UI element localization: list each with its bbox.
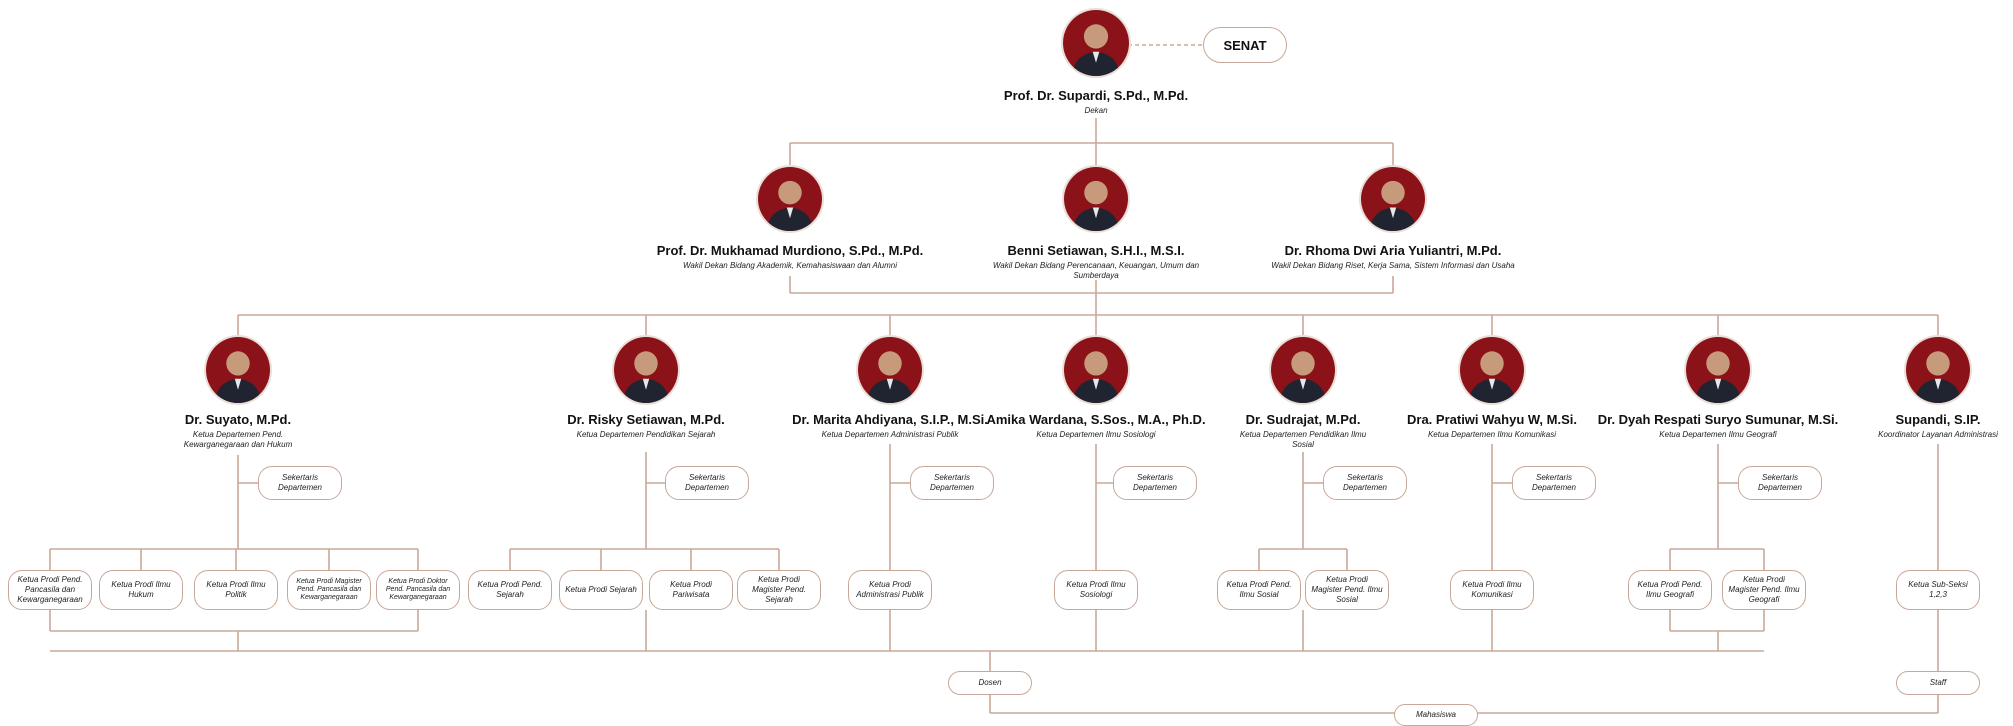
senat-box: SENAT <box>1203 27 1287 63</box>
dean-photo <box>1061 8 1131 78</box>
dept-5-prodi-1-box: Ketua Prodi Pend. Ilmu Sosial <box>1217 570 1301 610</box>
dept-5-prodi-2-box: Ketua Prodi Magister Pend. Ilmu Sosial <box>1305 570 1389 610</box>
dept-8-photo <box>1904 335 1972 405</box>
dept-2-prodi-1-box: Ketua Prodi Pend. Sejarah <box>468 570 552 610</box>
mahasiswa-box: Mahasiswa <box>1394 704 1478 726</box>
dept-1-prodi-2-box: Ketua Prodi Ilmu Hukum <box>99 570 183 610</box>
dept-1-photo <box>204 335 272 405</box>
vice-dean-2-photo <box>1062 165 1130 233</box>
vice-dean-2-name: Benni Setiawan, S.H.I., M.S.I. <box>1007 243 1185 258</box>
dept-4-prodi-1-box: Ketua Prodi Ilmu Sosiologi <box>1054 570 1138 610</box>
dept-2-prodi-4-box: Ketua Prodi Magister Pend. Sejarah <box>737 570 821 610</box>
dept-2-prodi-3-box: Ketua Prodi Pariwisata <box>649 570 733 610</box>
dept-3-title: Ketua Departemen Administrasi Publik <box>821 430 959 439</box>
dept-3-sekretaris-box: Sekertaris Departemen <box>910 466 994 500</box>
staff-box: Staff <box>1896 671 1980 695</box>
dept-2-photo <box>612 335 680 405</box>
dept-6-photo <box>1458 335 1526 405</box>
vice-dean-2-title: Wakil Dekan Bidang Perencanaan, Keuangan… <box>992 261 1200 280</box>
dept-1-prodi-4-box: Ketua Prodi Magister Pend. Pancasila dan… <box>287 570 371 610</box>
dept-8-name: Supandi, S.IP. <box>1895 412 1981 427</box>
dept-3-photo <box>856 335 924 405</box>
dept-1-sekretaris-box: Sekertaris Departemen <box>258 466 342 500</box>
dept-8-prodi-1-box: Ketua Sub-Seksi 1,2,3 <box>1896 570 1980 610</box>
dept-4-sekretaris-box: Sekertaris Departemen <box>1113 466 1197 500</box>
dept-6-name: Dra. Pratiwi Wahyu W, M.Si. <box>1407 412 1577 427</box>
vice-dean-1-photo <box>756 165 824 233</box>
dean-title: Dekan <box>1084 106 1108 115</box>
dept-8-title: Koordinator Layanan Administrasi <box>1878 430 1998 439</box>
dept-7-prodi-2-box: Ketua Prodi Magister Pend. Ilmu Geografi <box>1722 570 1806 610</box>
vice-dean-1-title: Wakil Dekan Bidang Akademik, Kemahasiswa… <box>682 261 898 270</box>
vice-dean-3-name: Dr. Rhoma Dwi Aria Yuliantri, M.Pd. <box>1284 243 1502 258</box>
dept-7-sekretaris-box: Sekertaris Departemen <box>1738 466 1822 500</box>
dept-7-title: Ketua Departemen Ilmu Geografi <box>1659 430 1777 439</box>
dept-2-title: Ketua Departemen Pendidikan Sejarah <box>576 430 716 439</box>
dept-2-prodi-2-box: Ketua Prodi Sejarah <box>559 570 643 610</box>
vice-dean-3-title: Wakil Dekan Bidang Riset, Kerja Sama, Si… <box>1271 261 1515 270</box>
dept-5-title: Ketua Departemen Pendidikan Ilmu Sosial <box>1239 430 1367 449</box>
dept-6-sekretaris-box: Sekertaris Departemen <box>1512 466 1596 500</box>
dept-1-prodi-1-box: Ketua Prodi Pend. Pancasila dan Kewargan… <box>8 570 92 610</box>
dept-7-name: Dr. Dyah Respati Suryo Sumunar, M.Si. <box>1597 412 1839 427</box>
dept-5-name: Dr. Sudrajat, M.Pd. <box>1245 412 1361 427</box>
dept-6-title: Ketua Departemen Ilmu Komunikasi <box>1427 430 1557 439</box>
dept-4-photo <box>1062 335 1130 405</box>
dept-1-prodi-5-box: Ketua Prodi Doktor Pend. Pancasila dan K… <box>376 570 460 610</box>
dept-7-photo <box>1684 335 1752 405</box>
vice-dean-1-name: Prof. Dr. Mukhamad Murdiono, S.Pd., M.Pd… <box>656 243 924 258</box>
dept-5-photo <box>1269 335 1337 405</box>
dept-2-sekretaris-box: Sekertaris Departemen <box>665 466 749 500</box>
dean-name: Prof. Dr. Supardi, S.Pd., M.Pd. <box>1003 88 1189 103</box>
dept-4-name: Amika Wardana, S.Sos., M.A., Ph.D. <box>986 412 1206 427</box>
dept-1-name: Dr. Suyato, M.Pd. <box>184 412 292 427</box>
vice-dean-3-photo <box>1359 165 1427 233</box>
dept-4-title: Ketua Departemen Ilmu Sosiologi <box>1036 430 1156 439</box>
dept-1-prodi-3-box: Ketua Prodi Ilmu Politik <box>194 570 278 610</box>
dept-3-name: Dr. Marita Ahdiyana, S.I.P., M.Si. <box>792 412 988 427</box>
dept-7-prodi-1-box: Ketua Prodi Pend. Ilmu Geografi <box>1628 570 1712 610</box>
dept-1-title: Ketua Departemen Pend. Kewarganegaraan d… <box>183 430 293 449</box>
dept-5-sekretaris-box: Sekertaris Departemen <box>1323 466 1407 500</box>
dept-2-name: Dr. Risky Setiawan, M.Pd. <box>567 412 725 427</box>
dosen-box: Dosen <box>948 671 1032 695</box>
dept-6-prodi-1-box: Ketua Prodi Ilmu Komunikasi <box>1450 570 1534 610</box>
dept-3-prodi-1-box: Ketua Prodi Administrasi Publik <box>848 570 932 610</box>
